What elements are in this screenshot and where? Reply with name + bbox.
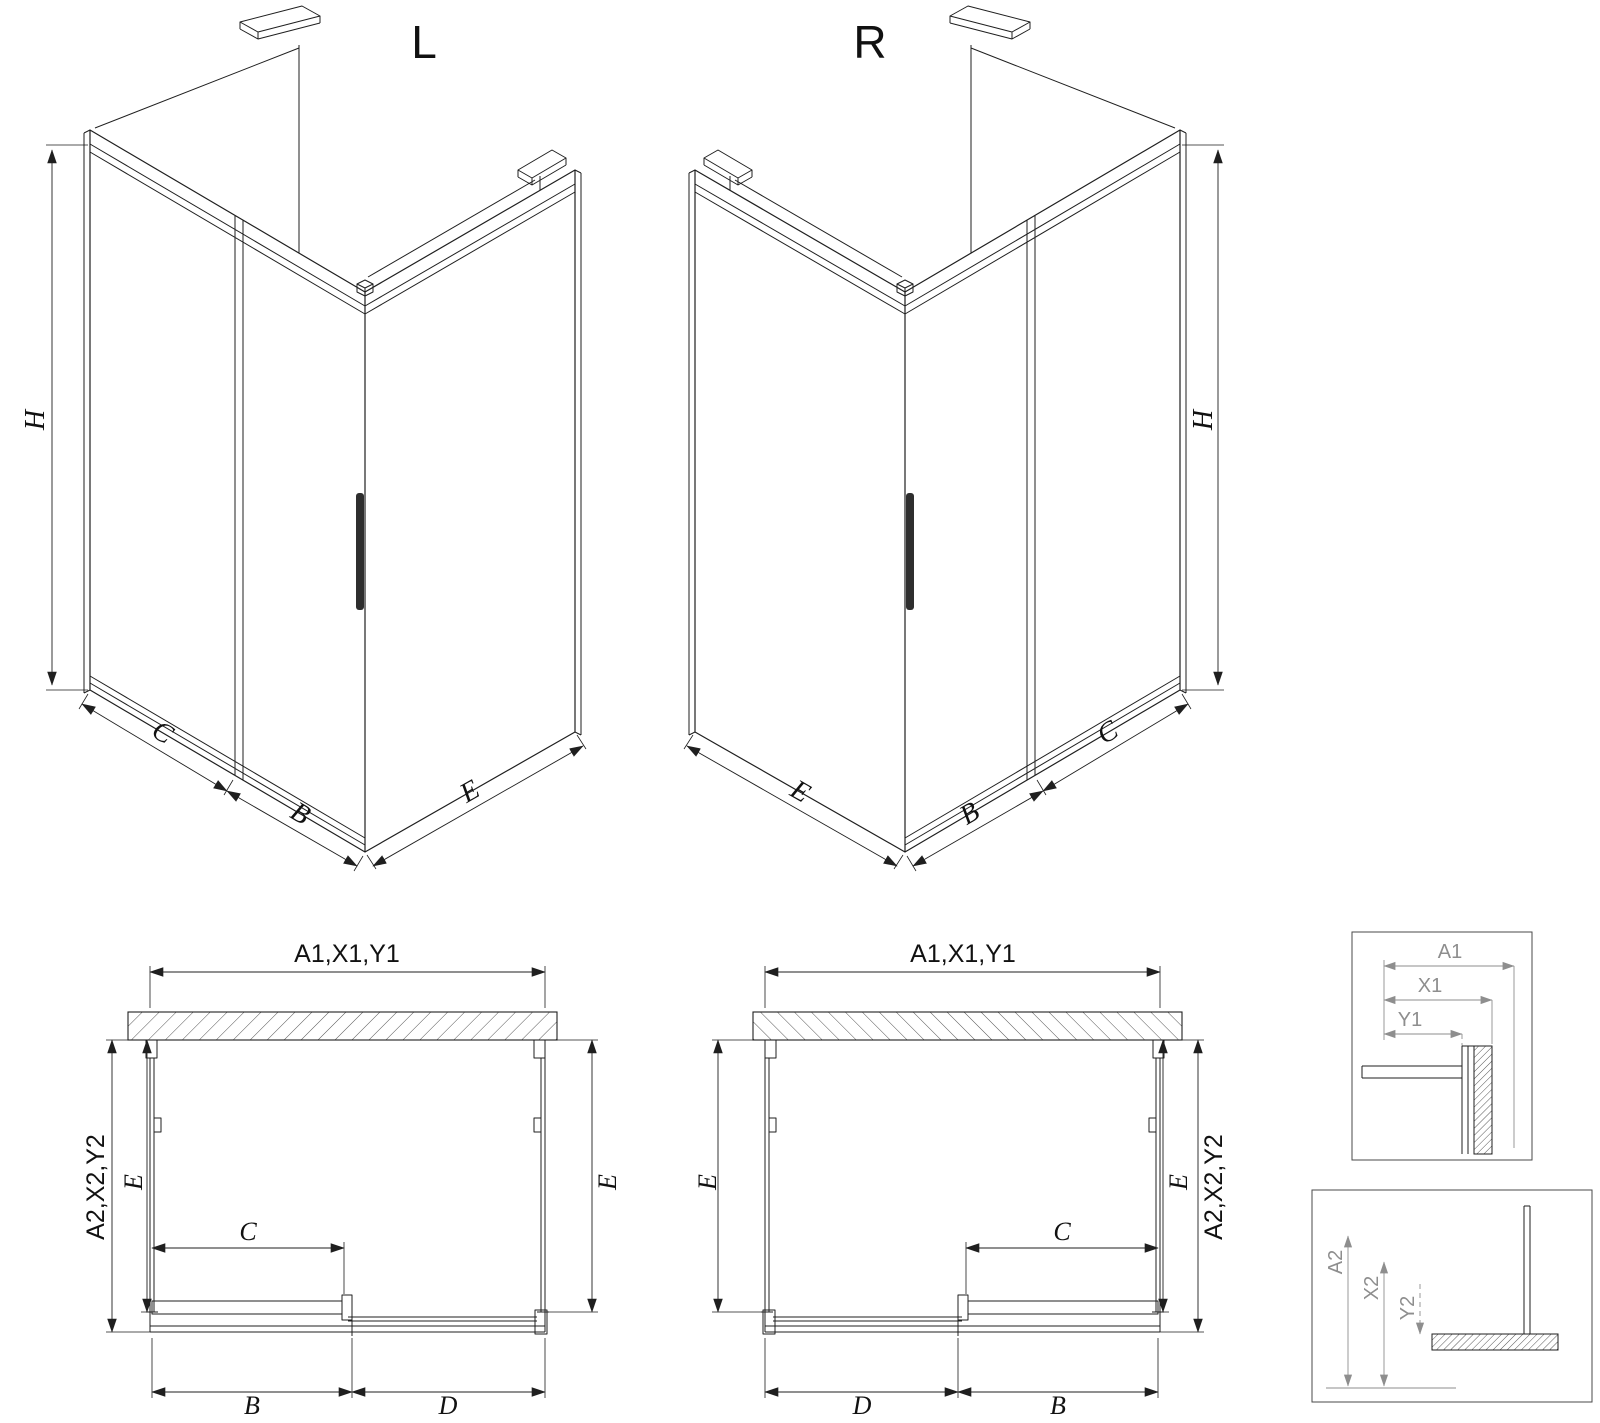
plan-right-dim-side: A2,X2,Y2 (1200, 1134, 1228, 1240)
detail-bottom-dim-a2: A2 (1325, 1250, 1347, 1274)
detail-top-dim-a1: A1 (1438, 941, 1462, 963)
corner-connector (534, 1309, 548, 1335)
plan-right-dim-b: B (1050, 1391, 1066, 1420)
wall-section-hatched (127, 1011, 558, 1041)
dim-line-c (81, 703, 228, 792)
bottom-track-plan (149, 1325, 546, 1333)
top-rail (89, 143, 576, 315)
glass-section (1523, 1205, 1531, 1334)
labels: L H C B E R H C B E A1,X1,Y1 A2,X2,Y2 E … (20, 16, 1462, 1420)
sliding-door-edge (234, 215, 244, 780)
iso-right-dim-h: H (1188, 408, 1219, 431)
plan-left-dim-e-right: E (593, 1174, 622, 1191)
plan-right-dim-c: C (1053, 1217, 1071, 1246)
iso-left-view (46, 5, 587, 872)
door-handle (356, 493, 364, 610)
detail-top-dim-x1: X1 (1418, 975, 1442, 997)
wall-profile (83, 129, 582, 736)
detail-top-dim-y1: Y1 (1398, 1009, 1422, 1031)
corner-post-cap (356, 279, 374, 297)
support-bar-clamp-right (533, 1117, 542, 1133)
profile-section-hatched (1473, 1045, 1493, 1155)
bottom-track (89, 675, 366, 846)
plan-right-dim-e-right: E (1164, 1174, 1193, 1191)
iso-left-title: L (411, 16, 437, 68)
wall-profile-left (145, 1039, 158, 1059)
profile-section-hatched (1431, 1333, 1559, 1351)
plan-left-view (106, 966, 598, 1398)
ceiling-support-bar (94, 45, 300, 253)
detail-frame (1311, 1189, 1593, 1403)
dim-extension-lines (46, 144, 587, 872)
plan-left-dim-c: C (239, 1217, 257, 1246)
detail-top-view (1351, 931, 1533, 1161)
wall-profile-right (533, 1039, 546, 1059)
support-bar-clamp-left (153, 1117, 162, 1133)
sliding-door-plan (151, 1300, 343, 1315)
dim-extension-lines (1491, 966, 1515, 1148)
detail-bottom-dim-x2: X2 (1361, 1276, 1383, 1300)
glass-section (1361, 1045, 1492, 1154)
side-glass-panels (146, 1058, 549, 1326)
dim-line-b (226, 790, 358, 867)
side-support-bar (367, 179, 536, 278)
plan-right-dim-d: D (852, 1391, 872, 1420)
iso-right-title: R (853, 16, 886, 68)
plan-left-dim-top: A1,X1,Y1 (294, 940, 400, 968)
detail-frame (1351, 931, 1533, 1161)
plan-right-view (712, 966, 1204, 1398)
iso-right-dim-b: B (954, 796, 984, 831)
side-bracket (517, 149, 567, 190)
plan-right-dim-e-left: E (693, 1174, 722, 1191)
iso-right-view (684, 6, 1224, 871)
ceiling-bracket (239, 5, 321, 40)
detail-bottom-dim-y2: Y2 (1397, 1296, 1419, 1320)
plan-left-dim-e-left: E (119, 1174, 148, 1191)
plan-left-dim-side: A2,X2,Y2 (82, 1134, 110, 1240)
detail-bottom-view (1311, 1189, 1593, 1403)
plan-left-dim-d: D (438, 1391, 458, 1420)
door-handle-plan (341, 1294, 353, 1321)
plan-left-dim-b: B (244, 1391, 260, 1420)
dim-line-e (372, 745, 584, 867)
iso-left-dim-h: H (20, 408, 51, 431)
plan-right-dim-top: A1,X1,Y1 (910, 940, 1016, 968)
